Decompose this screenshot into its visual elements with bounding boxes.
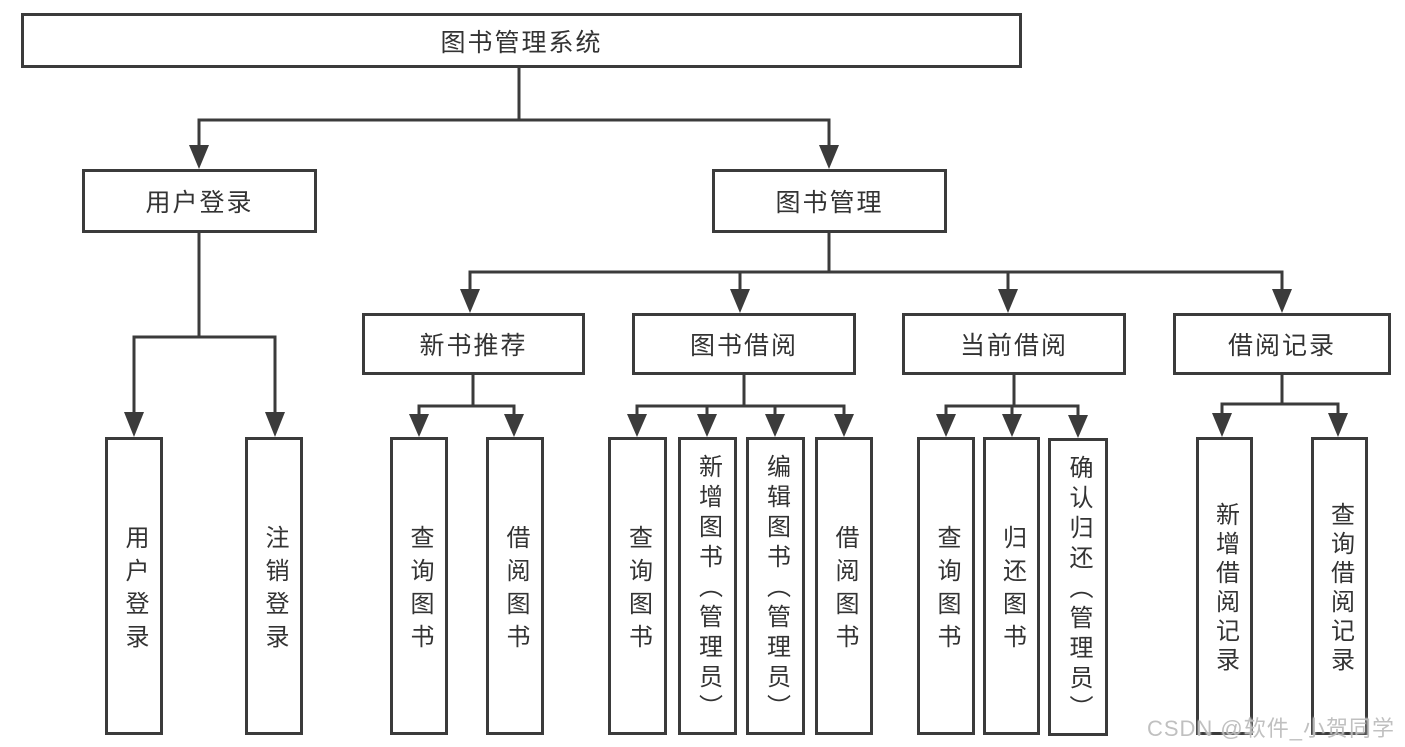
leaf-user-login-label: 用户登录 <box>121 524 148 657</box>
leaf-add-borrow-record-label: 新增借阅记录 <box>1211 501 1239 676</box>
connector-current-borrow-to-leaves <box>936 375 1088 438</box>
leaf-add-book-label: 新增图书（管理员） <box>694 454 722 724</box>
node-current-borrow: 当前借阅 <box>902 313 1126 375</box>
node-borrow-record: 借阅记录 <box>1173 313 1391 375</box>
leaf-logout-label: 注销登录 <box>261 524 288 657</box>
leaf-add-borrow-record: 新增借阅记录 <box>1196 437 1253 735</box>
node-current-borrow-label: 当前借阅 <box>959 332 1068 360</box>
leaf-confirm-return-label: 确认归还（管理员） <box>1065 455 1092 725</box>
leaf-borrow-book-rec: 借阅图书 <box>486 437 544 735</box>
node-book-borrow-label: 图书借阅 <box>689 332 798 360</box>
connector-book-borrow-to-leaves <box>627 375 854 437</box>
leaf-query-book-rec-label: 查询图书 <box>406 524 433 657</box>
node-book-mgmt: 图书管理 <box>712 169 947 233</box>
leaf-query-book-current: 查询图书 <box>917 437 975 735</box>
leaf-return-book: 归还图书 <box>983 437 1040 735</box>
connector-root-to-level2 <box>189 68 839 169</box>
leaf-confirm-return: 确认归还（管理员） <box>1048 438 1108 736</box>
node-borrow-record-label: 借阅记录 <box>1227 332 1336 360</box>
node-new-book-rec-label: 新书推荐 <box>419 332 528 360</box>
leaf-return-book-label: 归还图书 <box>998 524 1026 657</box>
node-book-borrow: 图书借阅 <box>632 313 856 375</box>
connector-book-mgmt-to-level3 <box>460 233 1292 313</box>
node-book-mgmt-label: 图书管理 <box>775 189 884 217</box>
leaf-borrow-book: 借阅图书 <box>815 437 873 735</box>
node-root: 图书管理系统 <box>21 13 1022 68</box>
leaf-edit-book-label: 编辑图书（管理员） <box>762 454 790 724</box>
leaf-query-borrow-record: 查询借阅记录 <box>1311 437 1368 735</box>
node-user-login: 用户登录 <box>82 169 317 233</box>
leaf-query-book-borrow-label: 查询图书 <box>624 524 652 657</box>
connector-borrow-record-to-leaves <box>1212 375 1348 437</box>
leaf-borrow-book-rec-label: 借阅图书 <box>502 524 529 657</box>
node-root-label: 图书管理系统 <box>440 28 603 57</box>
leaf-query-book-rec: 查询图书 <box>390 437 448 735</box>
connector-user-login-to-leaves <box>124 232 285 437</box>
leaf-logout: 注销登录 <box>245 437 303 735</box>
leaf-borrow-book-label: 借阅图书 <box>831 524 858 657</box>
leaf-user-login: 用户登录 <box>105 437 163 735</box>
connector-new-book-rec-to-leaves <box>409 375 524 437</box>
leaf-edit-book: 编辑图书（管理员） <box>746 437 805 735</box>
leaf-query-book-borrow: 查询图书 <box>608 437 667 735</box>
watermark: CSDN @软件_小贺同学 <box>1146 716 1395 741</box>
leaf-add-book: 新增图书（管理员） <box>678 437 737 735</box>
node-new-book-rec: 新书推荐 <box>362 313 585 375</box>
leaf-query-book-current-label: 查询图书 <box>933 524 960 657</box>
leaf-query-borrow-record-label: 查询借阅记录 <box>1326 501 1354 676</box>
node-user-login-label: 用户登录 <box>145 189 254 217</box>
